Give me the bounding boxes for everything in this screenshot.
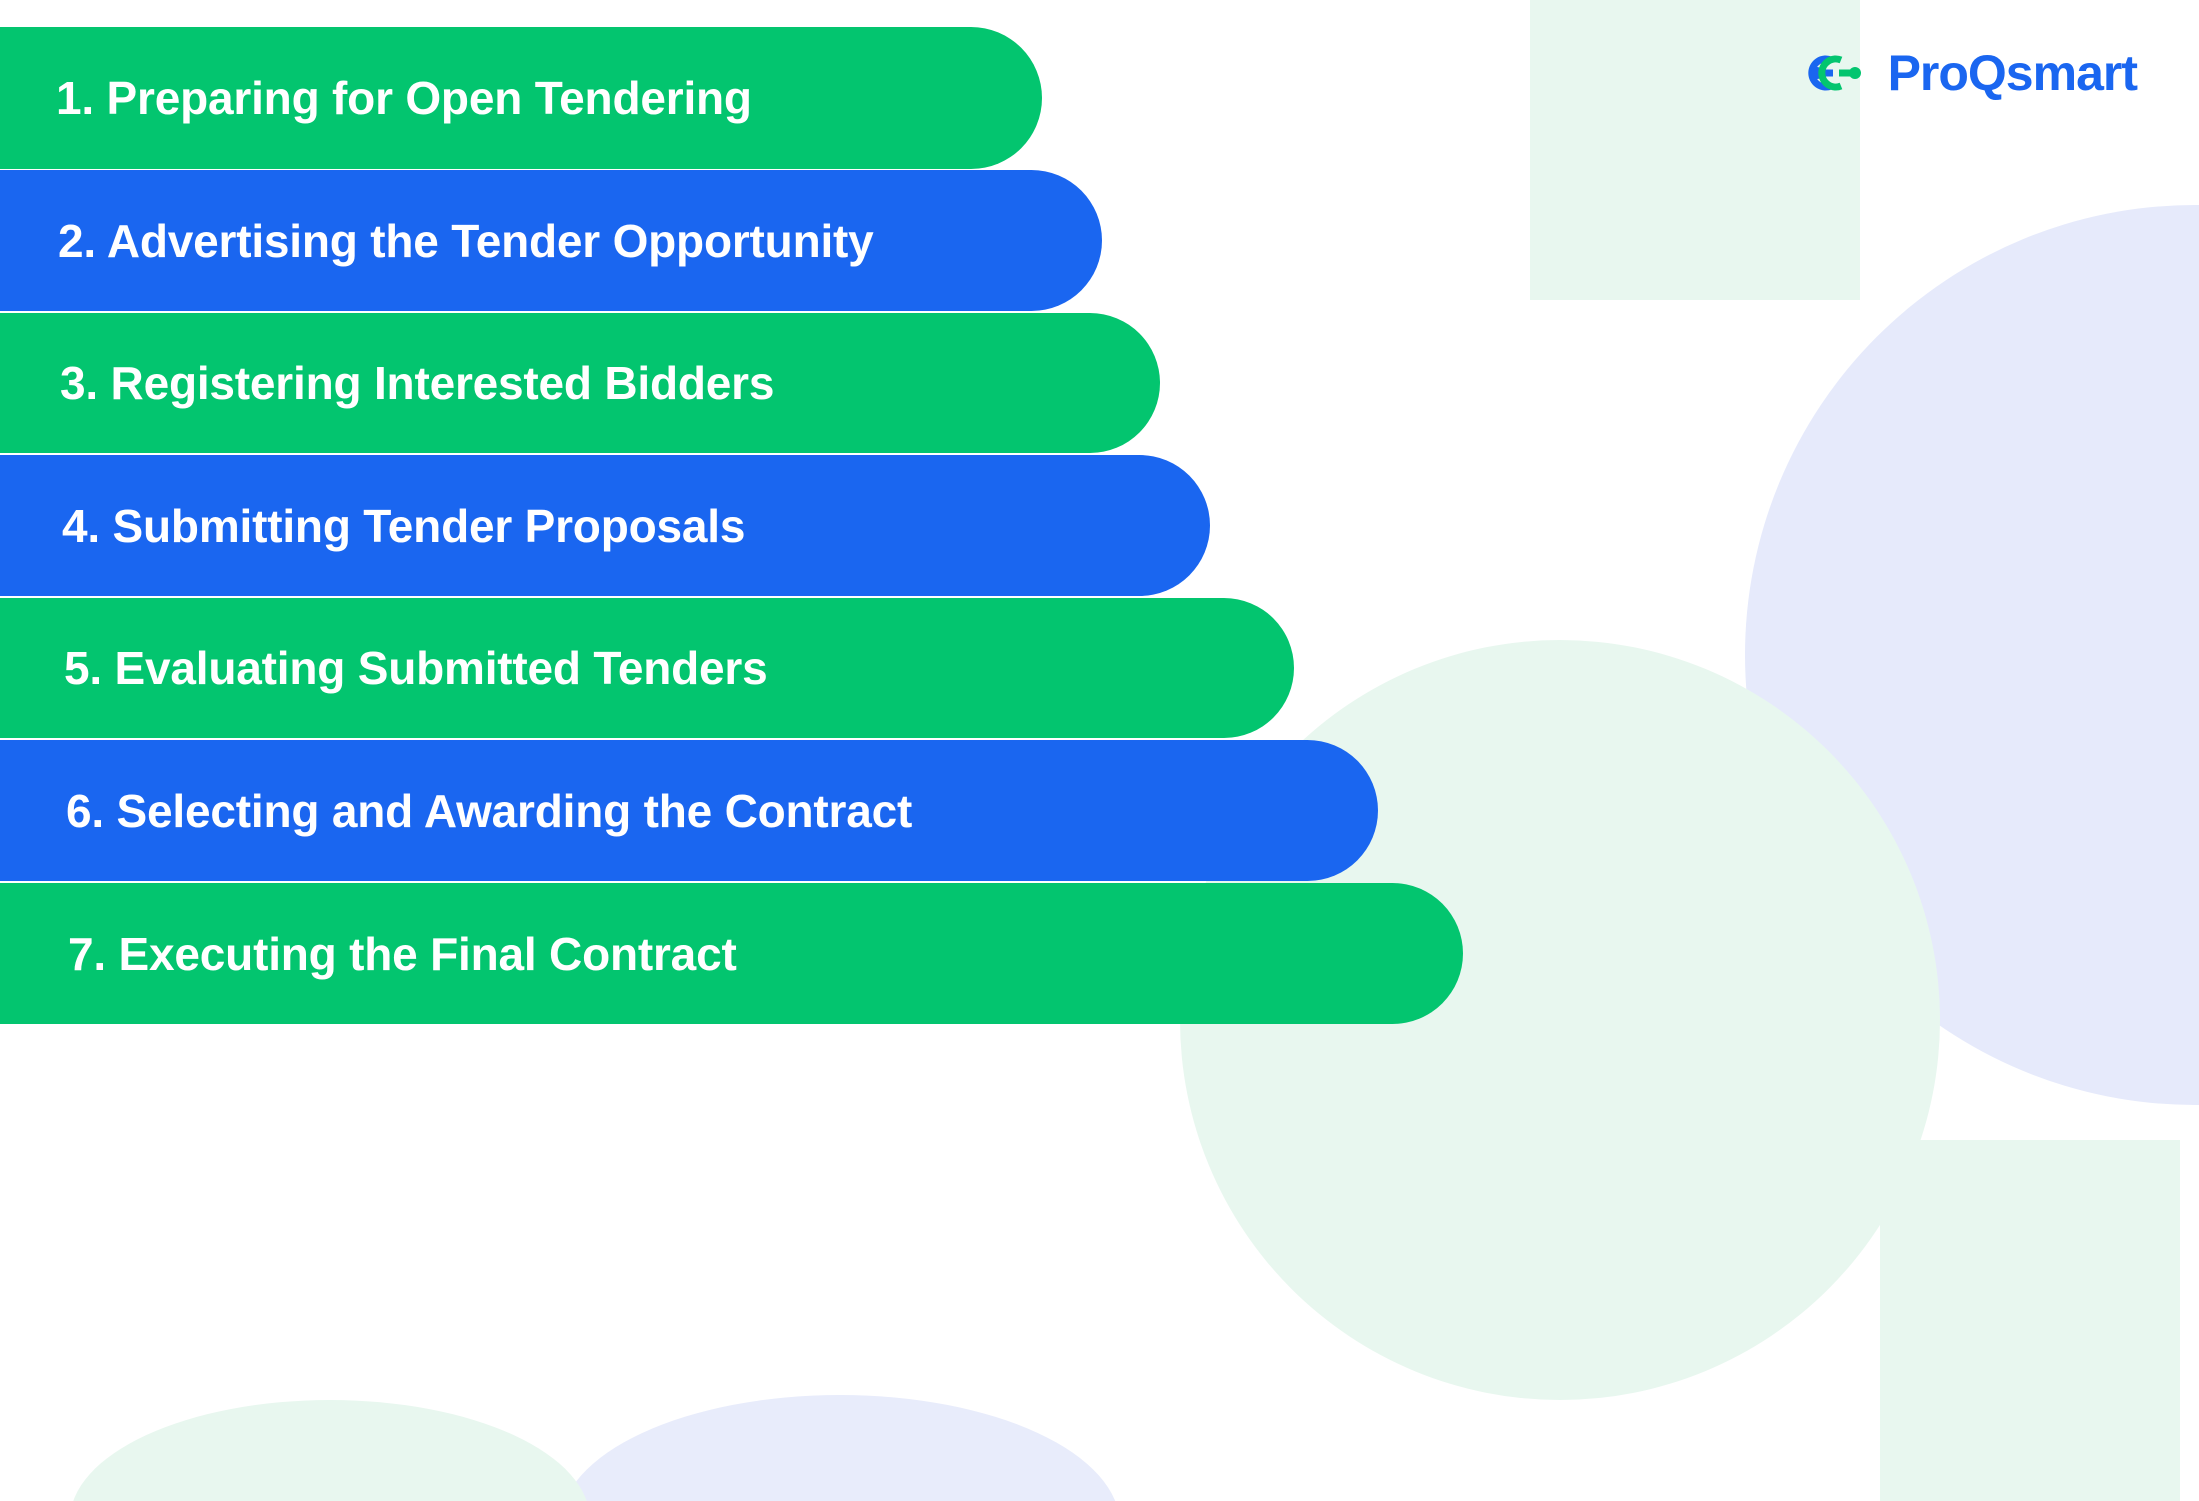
step-bar-2-label: 2. Advertising the Tender Opportunity: [58, 214, 874, 267]
step-bar-1[interactable]: 1. Preparing for Open Tendering: [0, 27, 1042, 169]
brand-name: ProQsmart: [1887, 45, 2138, 101]
step-bar-6[interactable]: 6. Selecting and Awarding the Contract: [0, 740, 1378, 881]
step-bar-6-label: 6. Selecting and Awarding the Contract: [66, 784, 913, 837]
brand-logo[interactable]: ProQsmart: [1800, 45, 2138, 101]
step-bar-7-label: 7. Executing the Final Contract: [68, 927, 737, 980]
step-bar-4-label: 4. Submitting Tender Proposals: [62, 499, 746, 552]
step-bar-3[interactable]: 3. Registering Interested Bidders: [0, 313, 1160, 453]
step-bar-1-label: 1. Preparing for Open Tendering: [56, 72, 752, 124]
proqsmart-dual-ring-icon: [1807, 55, 1861, 91]
step-bar-5-label: 5. Evaluating Submitted Tenders: [64, 642, 768, 694]
step-bar-7[interactable]: 7. Executing the Final Contract: [0, 883, 1463, 1024]
step-bar-3-label: 3. Registering Interested Bidders: [60, 357, 775, 409]
step-bar-4[interactable]: 4. Submitting Tender Proposals: [0, 455, 1210, 596]
step-bar-5[interactable]: 5. Evaluating Submitted Tenders: [0, 598, 1294, 738]
step-bar-2[interactable]: 2. Advertising the Tender Opportunity: [0, 170, 1102, 311]
